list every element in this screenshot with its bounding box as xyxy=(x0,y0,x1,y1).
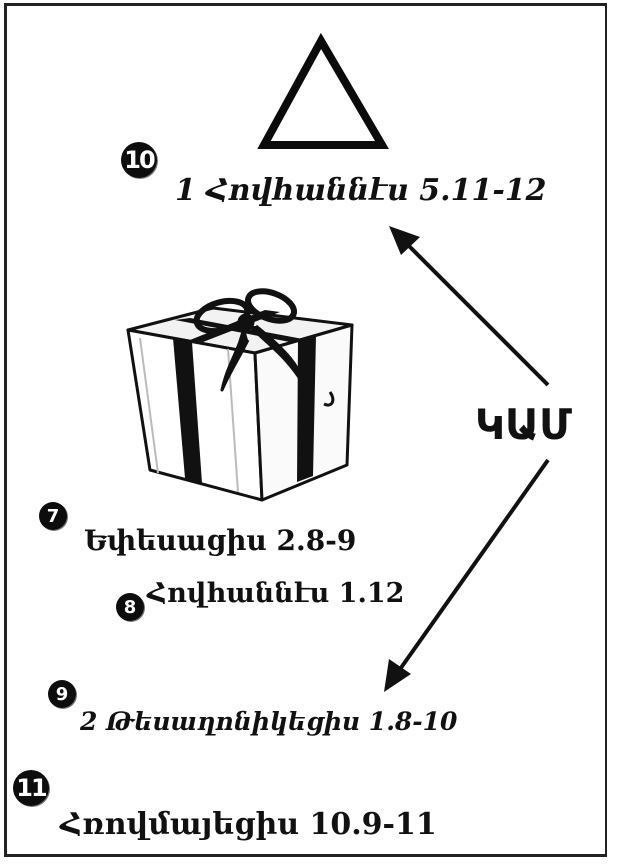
step-badge-8: 8 xyxy=(116,593,144,621)
triangle-icon xyxy=(257,32,389,149)
ref-1-john-5: 1 Հովհաննէս 5.11-12 xyxy=(175,173,547,208)
ref-romans: Հռովմայեցիս 10.9-11 xyxy=(60,807,437,842)
arrow-up-left-icon xyxy=(389,226,550,387)
ref-john-1: Հովհաննէս 1.12 xyxy=(147,578,405,609)
or-label: ԿԱՄ xyxy=(475,400,572,449)
step-badge-9: 9 xyxy=(48,680,76,708)
ref-ephesians: Եփեսացիս 2.8-9 xyxy=(84,524,357,557)
ref-2-thessalonians: 2 Թեսաղոնիկեցիս 1.8-10 xyxy=(80,707,458,736)
step-badge-7: 7 xyxy=(39,502,67,530)
arrow-down-left-icon xyxy=(384,458,550,692)
step-badge-10: 10 xyxy=(121,142,157,178)
step-badge-11: 11 xyxy=(13,770,49,806)
gift-box-icon xyxy=(126,288,354,502)
